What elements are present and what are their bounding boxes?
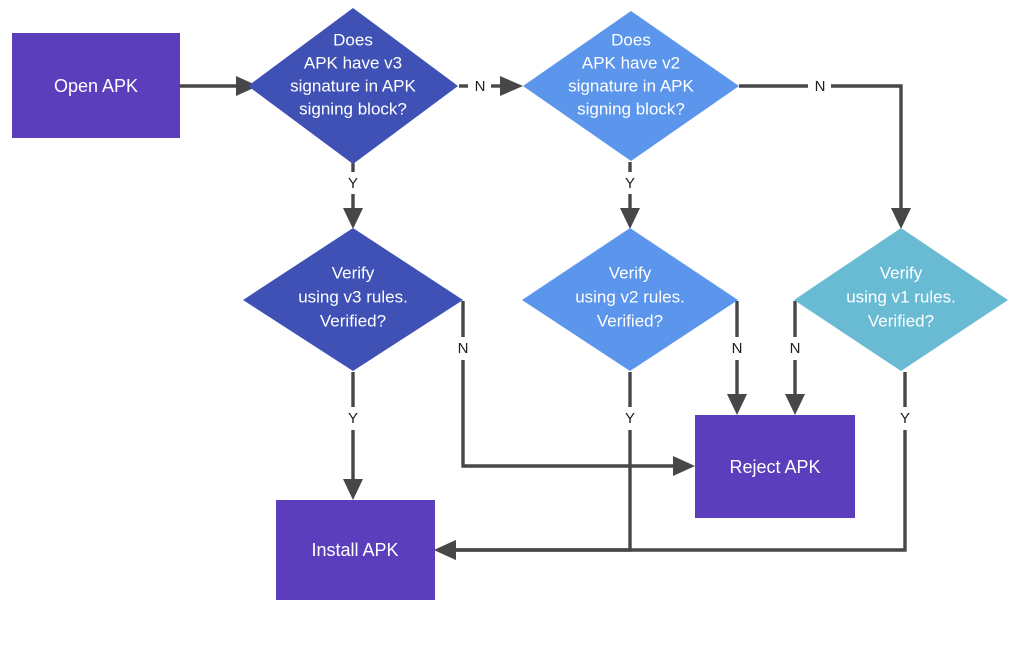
- node-has-v2[interactable]: Does APK have v2 signature in APK signin…: [523, 11, 739, 161]
- node-verify-v2[interactable]: Verify using v2 rules. Verified?: [522, 228, 738, 371]
- verify-v1-diamond[interactable]: [794, 228, 1008, 371]
- edge-label-hasv3-yes: Y: [348, 175, 358, 192]
- edge-label-verifyv3-no: N: [458, 340, 469, 357]
- has-v2-diamond[interactable]: [523, 11, 739, 161]
- edge-verifyv2-no-to-reject: N: [727, 301, 747, 415]
- edge-label-verifyv2-yes: Y: [625, 410, 635, 427]
- reject-apk-rect[interactable]: [695, 415, 855, 518]
- arrow-head-icon: [673, 456, 695, 476]
- arrow-head-icon: [891, 208, 911, 229]
- arrow-head-icon: [434, 540, 456, 560]
- arrow-head-icon: [343, 479, 363, 500]
- node-open-apk[interactable]: Open APK: [12, 33, 180, 138]
- nodes-layer: Open APK Does APK have v3 signature in A…: [12, 8, 1008, 600]
- arrow-head-icon: [785, 394, 805, 415]
- edge-hasv2-yes-to-verifyv2: Y: [620, 162, 640, 229]
- edge-label-verifyv3-yes: Y: [348, 410, 358, 427]
- open-apk-rect[interactable]: [12, 33, 180, 138]
- edge-hasv3-no-to-hasv2: N: [459, 76, 523, 96]
- node-reject-apk[interactable]: Reject APK: [695, 415, 855, 518]
- edge-hasv3-yes-to-verifyv3: Y: [343, 163, 363, 229]
- arrow-head-icon: [500, 76, 523, 96]
- node-install-apk[interactable]: Install APK: [276, 500, 435, 600]
- edge-verifyv3-yes-to-install: Y: [343, 372, 363, 500]
- arrow-head-icon: [236, 76, 258, 96]
- verify-v3-diamond[interactable]: [243, 228, 463, 371]
- edge-label-hasv2-no: N: [815, 78, 826, 95]
- verify-v2-diamond[interactable]: [522, 228, 738, 371]
- arrow-head-icon: [620, 208, 640, 229]
- edge-label-hasv3-no: N: [475, 78, 486, 95]
- edge-label-hasv2-yes: Y: [625, 175, 635, 192]
- edge-label-verifyv1-yes: Y: [900, 410, 910, 427]
- node-verify-v3[interactable]: Verify using v3 rules. Verified?: [243, 228, 463, 371]
- edge-line: [461, 360, 675, 468]
- edge-open-to-hasv3: [180, 76, 258, 96]
- node-verify-v1[interactable]: Verify using v1 rules. Verified?: [794, 228, 1008, 371]
- arrow-head-icon: [343, 208, 363, 229]
- edge-label-verifyv2-no: N: [732, 340, 743, 357]
- edge-hasv2-no-to-verifyv1: N: [739, 78, 911, 229]
- edge-line: [831, 84, 903, 210]
- edge-verifyv1-no-to-reject: N: [785, 301, 805, 415]
- edge-label-verifyv1-no: N: [790, 340, 801, 357]
- has-v3-diamond[interactable]: [248, 8, 458, 164]
- node-has-v3[interactable]: Does APK have v3 signature in APK signin…: [248, 8, 458, 164]
- edge-line: [456, 430, 907, 552]
- edge-line: [456, 430, 632, 552]
- install-apk-rect[interactable]: [276, 500, 435, 600]
- arrow-head-icon: [727, 394, 747, 415]
